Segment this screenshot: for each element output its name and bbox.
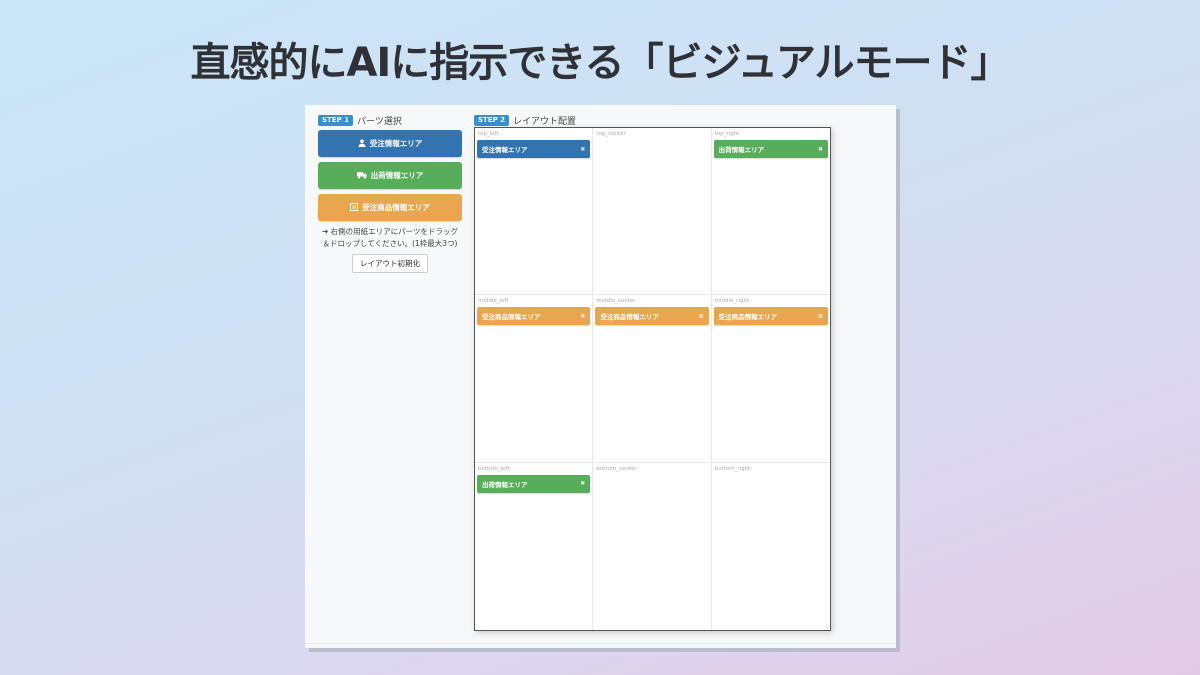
cell-label: top_center xyxy=(596,131,626,137)
cell-label: bottom_left xyxy=(478,465,510,472)
remove-icon[interactable]: ✖ xyxy=(817,145,823,153)
step1-title: パーツ選択 xyxy=(357,117,402,127)
page-headline: 直感的にAIに指示できる「ビジュアルモード」 xyxy=(190,40,1010,86)
step1-header: STEP 1 パーツ選択 xyxy=(318,114,402,127)
chip-label: 出荷情報エリア xyxy=(718,146,765,154)
visual-mode-panel: STEP 1 パーツ選択 受注情報エリア 出荷情報エリア 受注商品情報エリア ➔… xyxy=(305,105,896,648)
part-shipping-info-button[interactable]: 出荷情報エリア xyxy=(318,162,462,189)
part-label: 出荷情報エリア xyxy=(370,171,424,180)
layout-paper: top_left 受注情報エリア ✖ top_center top_right … xyxy=(474,127,831,631)
placed-part-chip[interactable]: 出荷情報エリア ✖ xyxy=(713,140,828,158)
cell-top-center[interactable]: top_center xyxy=(593,128,712,296)
chip-label: 出荷情報エリア xyxy=(482,480,528,489)
cell-label: bottom_center xyxy=(596,465,637,472)
part-order-items-button[interactable]: 受注商品情報エリア xyxy=(318,194,462,221)
cell-label: top_left xyxy=(478,131,499,137)
cell-bottom-center[interactable]: bottom_center xyxy=(593,462,712,630)
remove-icon[interactable]: ✖ xyxy=(580,145,586,153)
cell-label: middle_left xyxy=(478,298,509,305)
cell-top-right[interactable]: top_right 出荷情報エリア ✖ xyxy=(711,128,830,296)
placed-part-chip[interactable]: 受注商品情報エリア ✖ xyxy=(713,307,828,326)
placed-part-chip[interactable]: 受注商品情報エリア ✖ xyxy=(477,307,591,326)
cell-middle-left[interactable]: middle_left 受注商品情報エリア ✖ xyxy=(475,295,594,463)
parts-palette: 受注情報エリア 出荷情報エリア 受注商品情報エリア ➔ 右側の用紙エリアにパーツ… xyxy=(318,130,462,273)
cell-label: middle_right xyxy=(714,298,750,305)
step2-badge: STEP 2 xyxy=(474,115,510,126)
step1-badge: STEP 1 xyxy=(318,115,354,126)
list-icon xyxy=(350,202,359,213)
remove-icon[interactable]: ✖ xyxy=(698,312,704,320)
part-label: 受注商品情報エリア xyxy=(362,203,430,212)
placed-part-chip[interactable]: 受注商品情報エリア ✖ xyxy=(595,307,709,326)
cell-middle-center[interactable]: middle_center 受注商品情報エリア ✖ xyxy=(593,295,712,463)
cell-top-left[interactable]: top_left 受注情報エリア ✖ xyxy=(475,128,594,296)
part-order-info-button[interactable]: 受注情報エリア xyxy=(318,130,462,157)
step2-header: STEP 2 レイアウト配置 xyxy=(474,114,576,127)
hint-line-2: ＆ドロップしてください。(1枠最大3つ) xyxy=(322,239,458,248)
placed-part-chip[interactable]: 出荷情報エリア ✖ xyxy=(477,474,591,493)
remove-icon[interactable]: ✖ xyxy=(817,312,823,320)
chip-label: 受注情報エリア xyxy=(482,146,528,154)
reset-layout-button[interactable]: レイアウト初期化 xyxy=(352,254,428,273)
chip-label: 受注商品情報エリア xyxy=(600,313,659,322)
user-icon xyxy=(358,139,366,149)
chip-label: 受注商品情報エリア xyxy=(482,313,541,322)
remove-icon[interactable]: ✖ xyxy=(580,312,586,320)
panel-divider xyxy=(305,643,896,644)
remove-icon[interactable]: ✖ xyxy=(580,480,586,488)
truck-icon xyxy=(356,171,367,181)
placed-part-chip[interactable]: 受注情報エリア ✖ xyxy=(477,140,591,158)
cell-bottom-right[interactable]: bottom_right xyxy=(712,463,830,630)
chip-label: 受注商品情報エリア xyxy=(718,313,778,322)
hint-line-1: ➔ 右側の用紙エリアにパーツをドラッグ xyxy=(321,227,459,236)
cell-label: top_right xyxy=(714,131,740,137)
cell-middle-right[interactable]: middle_right 受注商品情報エリア ✖ xyxy=(711,295,830,463)
cell-label: middle_center xyxy=(596,298,636,305)
step2-title: レイアウト配置 xyxy=(513,117,577,127)
part-label: 受注情報エリア xyxy=(369,139,423,148)
drag-drop-hint: ➔ 右側の用紙エリアにパーツをドラッグ ＆ドロップしてください。(1枠最大3つ) xyxy=(318,226,462,250)
cell-bottom-left[interactable]: bottom_left 出荷情報エリア ✖ xyxy=(475,462,594,630)
cell-label: bottom_right xyxy=(714,465,751,472)
